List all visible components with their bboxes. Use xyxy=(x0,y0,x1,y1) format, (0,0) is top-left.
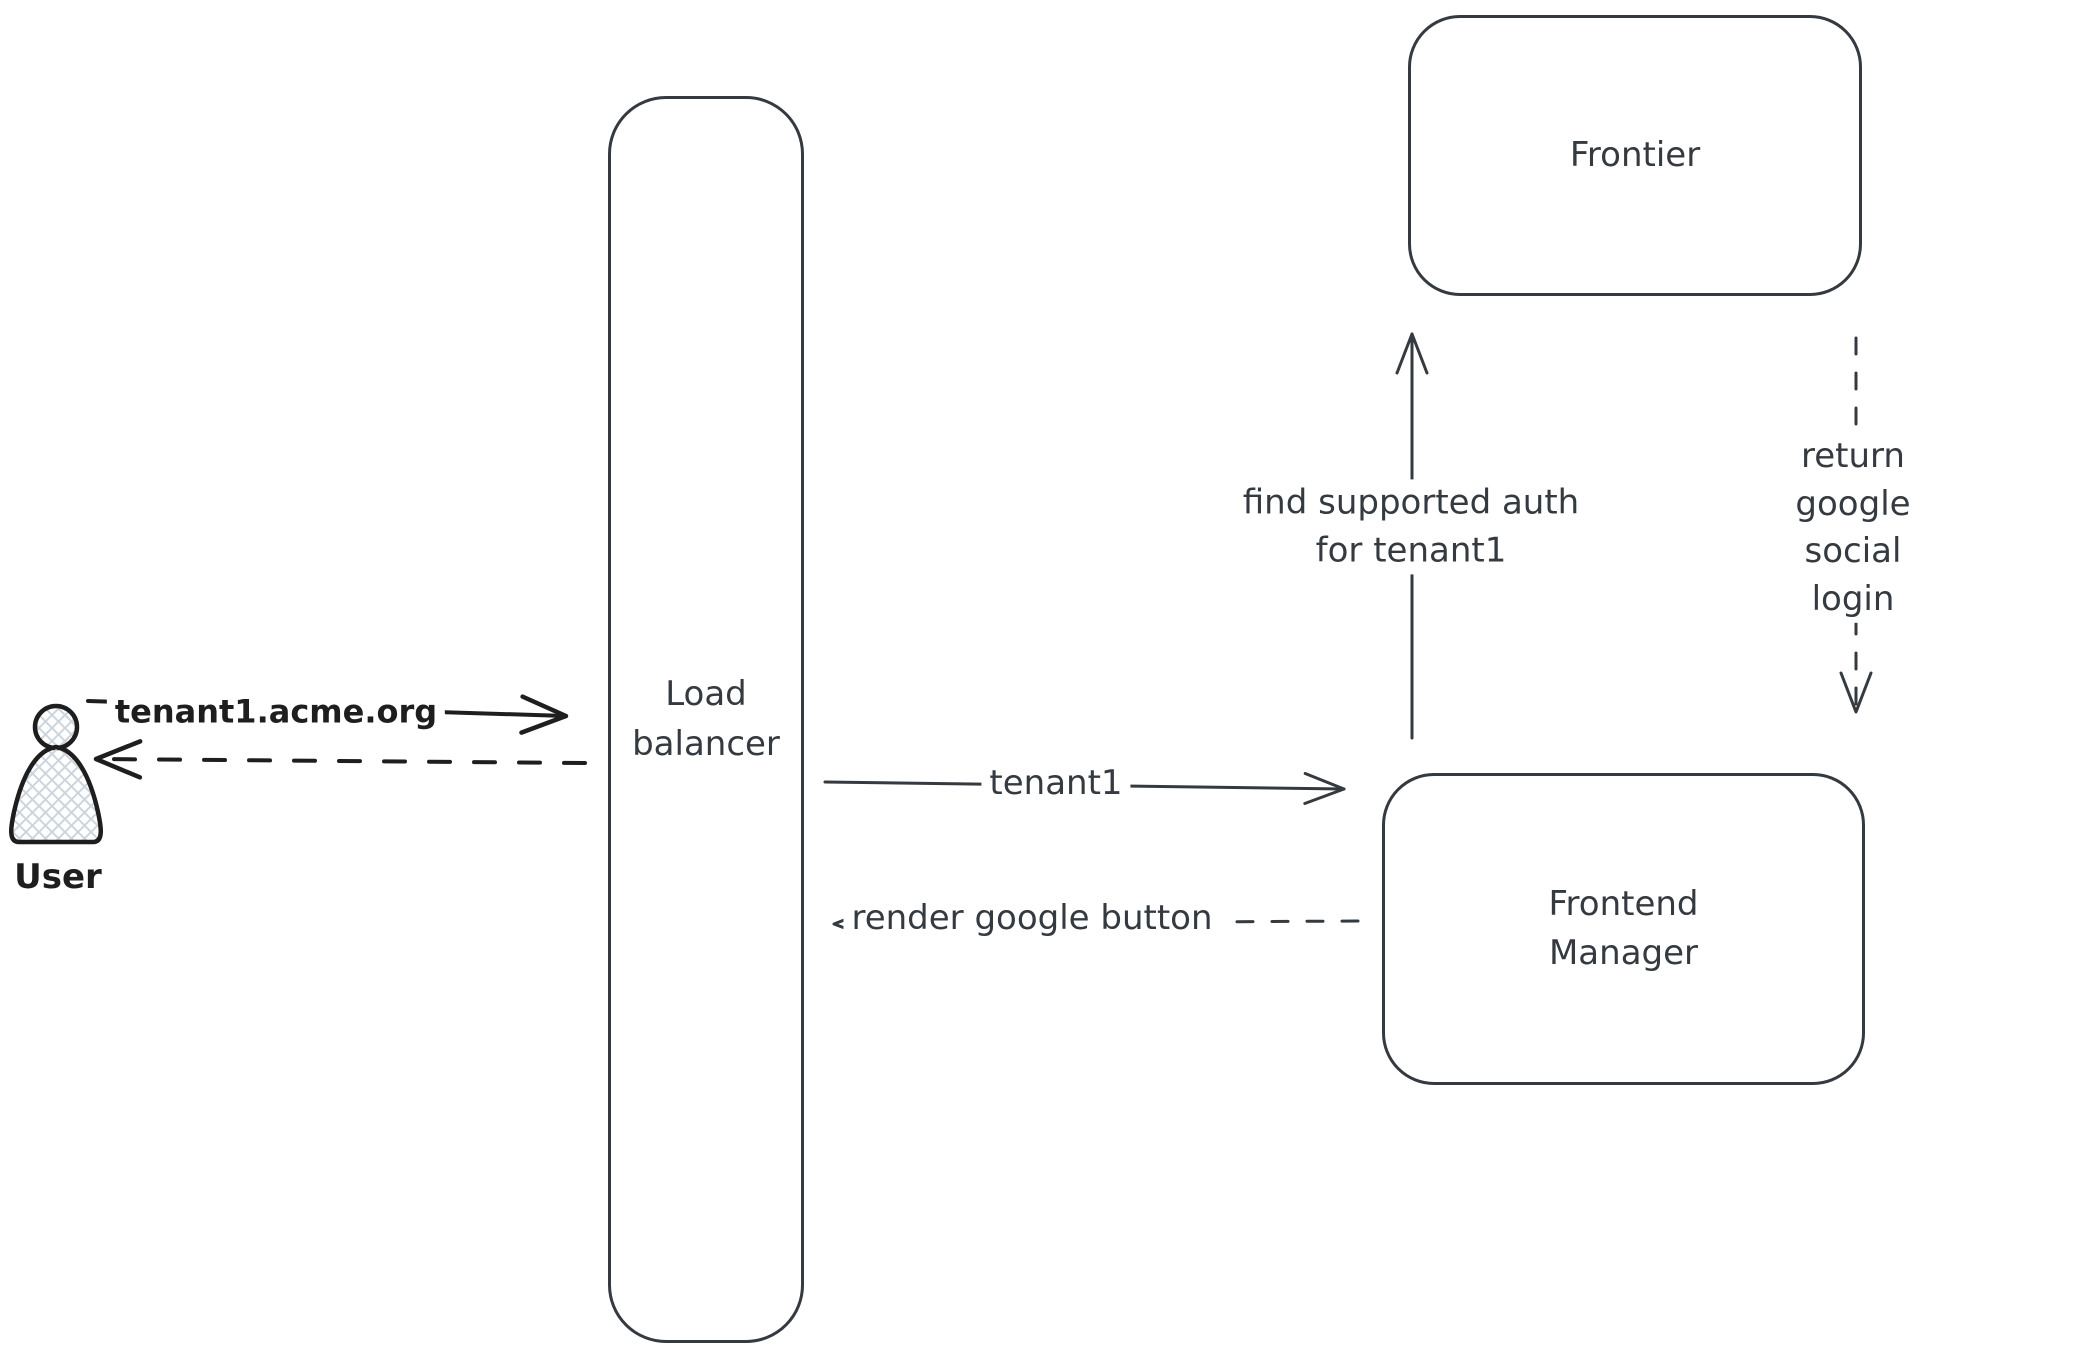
user-icon xyxy=(9,703,103,845)
node-frontier: Frontier xyxy=(1408,15,1862,296)
frontier-label: Frontier xyxy=(1569,134,1701,175)
load-balancer-label: Load balancer xyxy=(632,674,780,764)
node-load-balancer: Load balancer xyxy=(608,96,804,1343)
frontend-manager-label: Frontend Manager xyxy=(1548,883,1699,973)
message-label-find-supported-auth: find supported auth for tenant1 xyxy=(1234,479,1588,575)
arrow-load-balancer-to-user xyxy=(93,739,587,780)
user-label: User xyxy=(14,857,102,898)
message-label-render-google-button: render google button xyxy=(843,895,1221,943)
message-label-tenant1-acme-org: tenant1.acme.org xyxy=(106,689,446,735)
node-frontend-manager: Frontend Manager xyxy=(1382,773,1865,1085)
message-label-tenant1: tenant1 xyxy=(981,760,1131,808)
message-label-return-google-social-login: return google social login xyxy=(1738,432,1968,624)
